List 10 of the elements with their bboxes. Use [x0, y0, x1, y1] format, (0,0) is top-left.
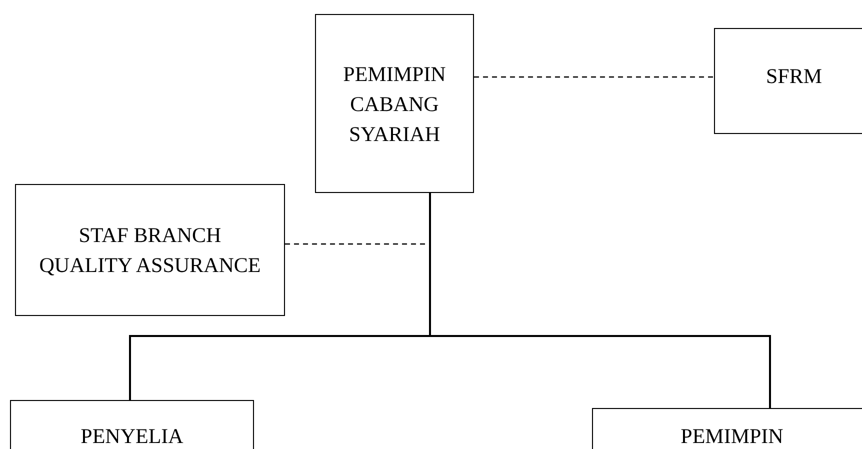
box-label: STAF BRANCH QUALITY ASSURANCE	[38, 222, 262, 279]
box-label: PEMIMPIN CABANG SYARIAH	[342, 60, 447, 148]
box-label: PEMIMPIN	[680, 423, 784, 449]
org-box	[15, 184, 285, 316]
dashed-connector	[474, 76, 714, 78]
org-box	[10, 400, 254, 449]
box-label: SFRM	[766, 63, 822, 90]
box-label: PENYELIA	[80, 423, 184, 449]
org-box	[315, 14, 474, 193]
org-box	[714, 28, 862, 134]
